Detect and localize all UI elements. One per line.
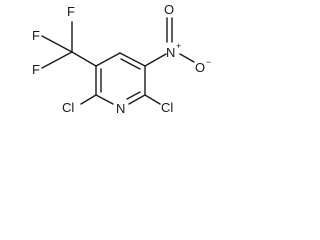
bond-c4-c5 (119, 52, 146, 67)
bond-nitro-o-right (179, 53, 195, 63)
bond-c5-nitro (144, 53, 167, 67)
molecule-structure: F F F N + O O − Cl N Cl (32, 2, 211, 116)
atom-o-top: O (164, 2, 174, 17)
atom-cl-right: Cl (161, 100, 173, 115)
structure-canvas: F F F N + O O − Cl N Cl (0, 0, 226, 138)
bond-c2-cl (80, 94, 97, 105)
charge-minus: − (206, 57, 211, 67)
atom-cl-left: Cl (62, 100, 74, 115)
bond-c3-cf3 (71, 51, 97, 67)
atom-o-right: O (195, 60, 205, 75)
atom-f-top: F (67, 4, 75, 19)
charge-plus: + (176, 41, 181, 51)
bond-cf3-f-bottom (41, 51, 73, 69)
bond-c6-n (128, 94, 146, 105)
bond-c4-c5-inner (120, 58, 141, 70)
bond-n-c2 (95, 94, 114, 105)
atom-f-left: F (32, 28, 40, 43)
bond-c6-cl (144, 94, 161, 105)
bond-c3-c4 (95, 52, 121, 67)
atom-f-bottom: F (32, 62, 40, 77)
atom-n-ring: N (116, 101, 125, 116)
atom-n-nitro: N (166, 45, 175, 60)
bond-c6-n-inner (126, 91, 141, 100)
bond-cf3-f-left (41, 35, 73, 53)
